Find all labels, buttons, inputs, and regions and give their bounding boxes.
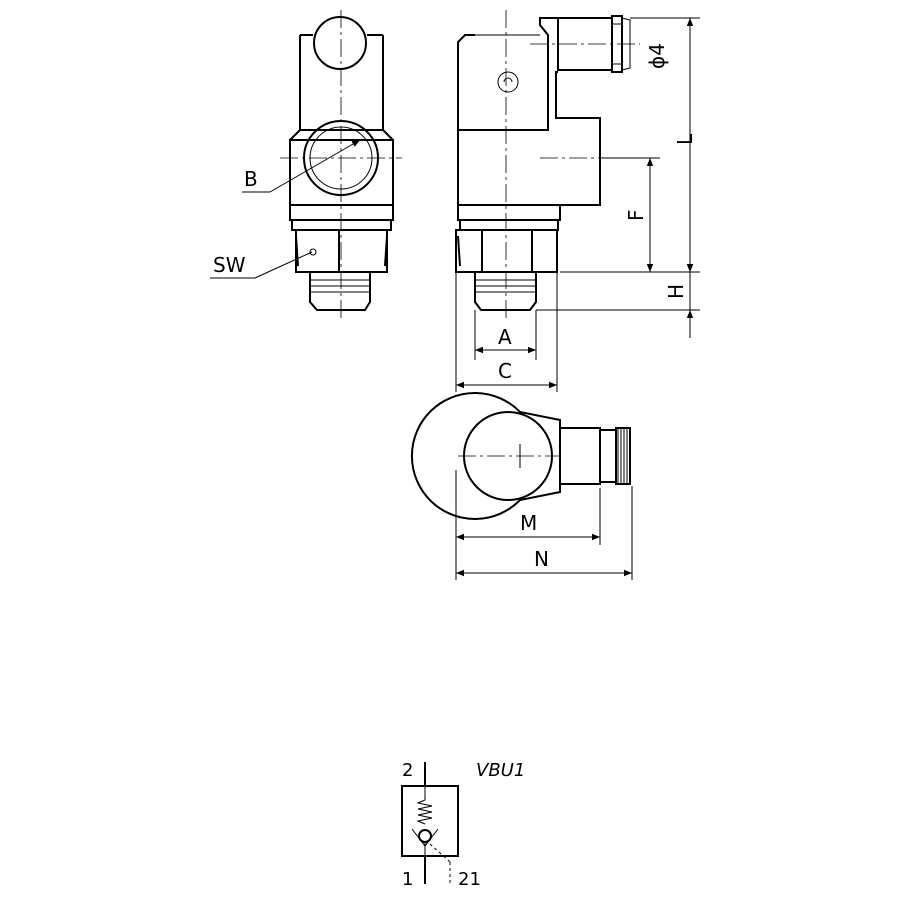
label-m: M — [520, 511, 537, 535]
side-collar — [457, 204, 561, 221]
front-threaded-tip — [309, 271, 371, 311]
symbol-port-1: 1 — [402, 869, 413, 890]
front-top-eye — [313, 16, 367, 70]
symbol-spring — [416, 799, 433, 825]
label-n: N — [534, 547, 549, 571]
top-view-fitting — [599, 429, 617, 483]
side-hex-nut — [455, 229, 558, 273]
label-a: A — [498, 325, 512, 349]
valve-symbol: 2 VBU1 1 21 — [401, 760, 525, 890]
symbol-port-21: 21 — [458, 869, 481, 890]
label-h: H — [664, 284, 688, 299]
label-l: L — [673, 133, 697, 145]
front-upper-body — [299, 34, 384, 130]
front-collar — [289, 204, 394, 221]
label-c: C — [498, 359, 512, 383]
side-body — [457, 17, 601, 206]
side-threaded-tip — [474, 271, 537, 311]
top-view: M N — [410, 392, 633, 580]
symbol-box — [401, 785, 459, 857]
label-f: F — [624, 209, 648, 221]
symbol-ball — [418, 829, 432, 843]
front-view: B SW — [210, 10, 402, 320]
top-view-body — [410, 392, 561, 520]
label-sw: SW — [213, 253, 246, 277]
label-phi4: ϕ4 — [645, 43, 669, 69]
front-hex-nut — [295, 229, 388, 273]
label-b: B — [244, 167, 258, 191]
side-view: L ϕ4 F H A C — [455, 10, 700, 392]
symbol-name: VBU1 — [476, 760, 525, 781]
logo-mark — [497, 71, 519, 93]
symbol-port-2: 2 — [402, 760, 413, 781]
